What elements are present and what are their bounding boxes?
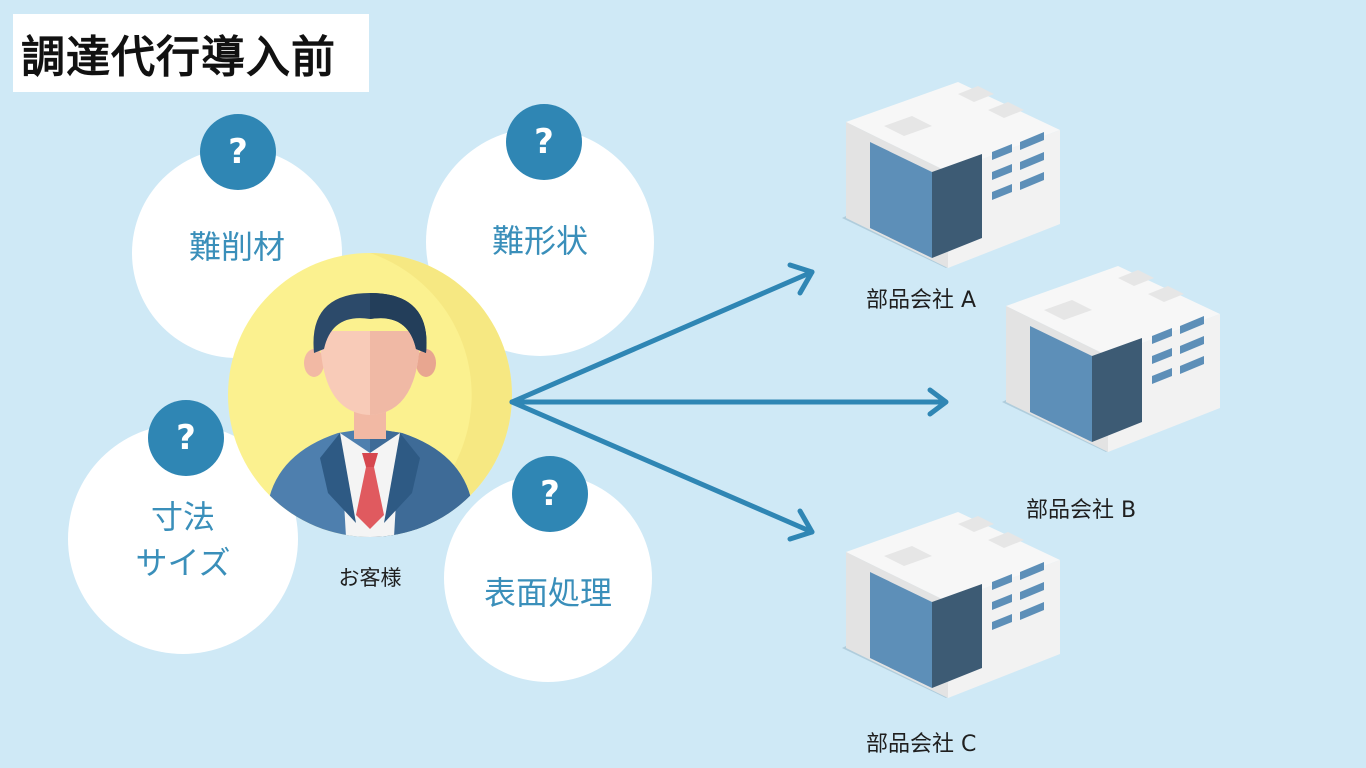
arrows bbox=[509, 262, 949, 542]
factory-building-icon-a bbox=[842, 82, 1060, 268]
company-label-c: 部品会社 C bbox=[866, 732, 977, 757]
factory-building-icon-c bbox=[842, 512, 1060, 698]
arrow-to-company-c bbox=[509, 399, 815, 535]
company-label-a: 部品会社 A bbox=[866, 288, 977, 313]
question-mark-icon: ? bbox=[148, 400, 224, 476]
arrow-head-b bbox=[927, 387, 949, 417]
arrow-head-c bbox=[787, 508, 815, 542]
page-title-box: 調達代行導入前 bbox=[13, 14, 369, 92]
page-title: 調達代行導入前 bbox=[21, 32, 336, 83]
businessman-icon bbox=[268, 253, 512, 537]
concern-label-size: サイズ bbox=[135, 544, 231, 582]
question-mark-icon: ? bbox=[506, 104, 582, 180]
concern-label-dimension: 寸法 bbox=[150, 498, 215, 536]
concern-label-difficult-material: 難削材 bbox=[188, 228, 285, 266]
company-label-b: 部品会社 B bbox=[1026, 498, 1137, 523]
factory-building-icon-b bbox=[1002, 266, 1220, 452]
concern-label-difficult-shape: 難形状 bbox=[491, 222, 588, 260]
question-mark-icon: ? bbox=[512, 456, 588, 532]
concern-label-surface-treatment: 表面処理 bbox=[483, 574, 612, 612]
arrow-to-company-a bbox=[509, 269, 815, 405]
arrow-head-a bbox=[787, 262, 815, 296]
question-mark-icon: ? bbox=[200, 114, 276, 190]
customer-label: お客様 bbox=[338, 566, 402, 590]
customer-avatar bbox=[228, 253, 512, 537]
